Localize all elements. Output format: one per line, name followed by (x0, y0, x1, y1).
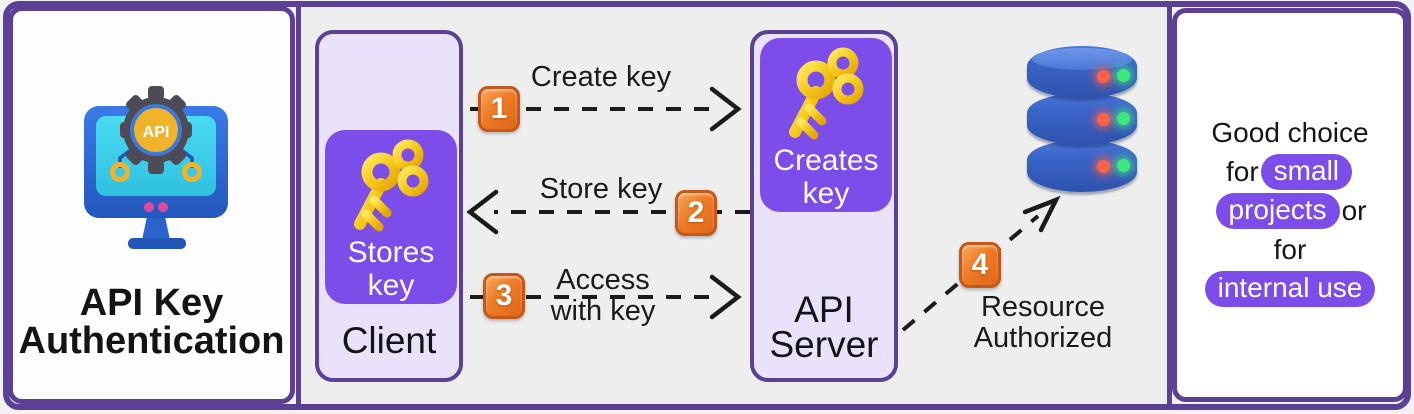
step-label-store-key: Store key (539, 173, 663, 205)
note-line-4: for (1273, 233, 1307, 265)
database-disk (1027, 140, 1137, 192)
led-red-icon (1097, 113, 1110, 126)
note-line-1: Good choice (1211, 116, 1369, 148)
note-text: Good choice for small projects or for in… (1177, 113, 1403, 308)
monitor-dot-icon (158, 202, 168, 212)
gear-icon: API (120, 86, 192, 174)
client-card-label: Stores key (347, 236, 435, 302)
monitor-stand (142, 212, 170, 240)
highlight-pill-small: small (1260, 153, 1353, 190)
api-server-label: API Server (769, 289, 879, 365)
client-key-card: Stores key (325, 130, 457, 304)
led-green-icon (1117, 159, 1130, 172)
led-red-icon (1097, 160, 1110, 173)
connector-ring-icon (182, 162, 202, 182)
gear-api-label: API (143, 124, 170, 141)
connector-ring-icon (110, 162, 130, 182)
note-panel-overlay: Good choice for small projects or for in… (1172, 8, 1408, 402)
server-key-card: Creates key (760, 38, 892, 212)
api-server-box: Creates key API Server (750, 30, 898, 382)
highlight-pill-internal-use: internal use (1204, 270, 1376, 307)
page-title-line1: API Key (79, 282, 224, 324)
database-icon (1027, 46, 1137, 192)
client-box: Stores key Client (315, 30, 463, 382)
led-red-icon (1097, 70, 1110, 83)
step-label-create-key: Create key (530, 61, 672, 93)
note-line-2: for small (1177, 152, 1403, 191)
led-green-icon (1117, 112, 1130, 125)
page-title: API Key Authentication (8, 284, 295, 360)
key-icon (789, 47, 864, 140)
step-label-access-with-key: Access with key (550, 264, 656, 327)
server-card-label: Creates key (773, 144, 879, 210)
highlight-pill-projects: projects (1215, 192, 1340, 229)
page-title-line2: Authentication (18, 320, 285, 362)
led-green-icon (1117, 69, 1130, 82)
api-monitor-icon: API (84, 86, 228, 249)
step-badge-4: 4 (959, 242, 1001, 288)
step-label-resource-authorized: Resource Authorized (973, 291, 1113, 354)
client-label: Client (341, 320, 437, 361)
monitor-dot-icon (144, 202, 154, 212)
database-disk (1027, 46, 1137, 98)
note-line-5: internal use (1177, 269, 1403, 308)
database-disk (1027, 93, 1137, 145)
note-line-3: projects or (1177, 191, 1403, 230)
key-icon (354, 139, 429, 232)
